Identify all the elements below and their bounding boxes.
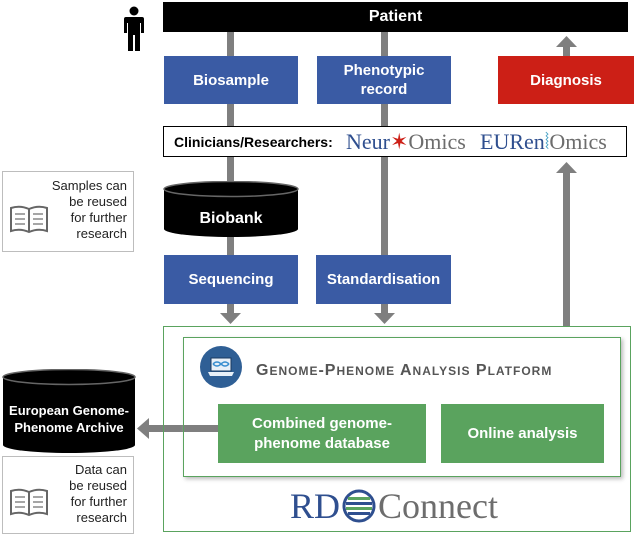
patient-bar: Patient	[163, 2, 628, 32]
sequencing-box: Sequencing	[164, 255, 298, 304]
platform-title-part: -P	[318, 362, 337, 379]
data-note-line: be reused	[69, 478, 127, 493]
ega-label-line1: European Genome-	[9, 403, 129, 418]
platform-title-part: G	[256, 362, 270, 379]
platform-title-part: LATFORM	[487, 364, 553, 378]
clinicians-label: Clinicians/Researchers:	[174, 134, 333, 150]
samples-note-line: Samples can	[51, 178, 127, 193]
arrowhead-standardisation-down	[374, 313, 395, 324]
samples-note-line: be reused	[69, 194, 127, 209]
ega-cylinder	[2, 369, 136, 453]
connector-clinicians-standardisation	[381, 157, 388, 255]
connector-diagnosis-patient	[563, 46, 570, 56]
samples-note-text: Samples can be reused for further resear…	[52, 178, 127, 242]
connector-biobank-sequencing	[227, 237, 234, 255]
connector-platform-clinicians	[563, 172, 570, 326]
rd-connect-logo: RD Connect	[290, 484, 498, 528]
connector-patient-biosample	[227, 32, 234, 56]
person-icon	[124, 6, 144, 51]
data-note-line: research	[76, 510, 127, 525]
data-reuse-note: Data can be reused for further research	[2, 456, 134, 534]
dna-laptop-icon	[200, 346, 242, 388]
diagnosis-box: Diagnosis	[498, 56, 634, 104]
platform-title-part: ENOME	[269, 364, 319, 378]
platform-title-part: P	[470, 362, 488, 379]
standardisation-label: Standardisation	[326, 271, 441, 288]
rd-connect-logo-part2: Connect	[378, 486, 498, 526]
rd-connect-logo-part1: RD	[290, 486, 341, 526]
platform-title: GENOME-PHENOME ANALYSIS PLATFORM	[256, 362, 552, 380]
arrowhead-sequencing-down	[220, 313, 241, 324]
combined-database-label-line1: Combined genome-	[251, 414, 392, 432]
combined-database-label-line2: phenome database	[254, 434, 390, 452]
kidney-icon: ⦚	[544, 129, 550, 154]
connector-standardisation-platform	[381, 304, 388, 314]
biosample-box: Biosample	[164, 56, 298, 104]
ega-label: European Genome- Phenome Archive	[2, 402, 136, 436]
phenotypic-record-box: Phenotypic record	[317, 56, 451, 104]
combined-database-box: Combined genome- phenome database	[218, 404, 426, 463]
phenotypic-record-label-line1: Phenotypic	[343, 62, 425, 79]
arrowhead-to-clinicians-up	[556, 162, 577, 173]
dna-globe-icon	[342, 489, 376, 523]
arrowhead-to-patient-up	[556, 36, 577, 47]
ega-label-line2: Phenome Archive	[14, 420, 124, 435]
online-analysis-label: Online analysis	[467, 424, 578, 442]
neuromics-star-icon: ✶	[389, 129, 409, 154]
connector-clinicians-biobank	[227, 157, 234, 181]
eurenomics-logo-part2: Omics	[549, 129, 607, 154]
clinicians-bar: Clinicians/Researchers: Neur✶Omics EURen…	[163, 126, 627, 157]
platform-title-part: A	[395, 362, 413, 379]
platform-title-part: HENOME	[336, 364, 396, 378]
phenotypic-record-label-line2: record	[360, 81, 408, 98]
samples-note-line: research	[76, 226, 127, 241]
analysis-platform-frame	[183, 337, 621, 477]
neuromics-logo-part1: Neur	[346, 129, 390, 154]
connector-phenotypic-clinicians	[381, 104, 388, 126]
platform-title-part: NALYSIS	[412, 364, 471, 378]
data-note-line: Data can	[74, 462, 127, 477]
diagnosis-label: Diagnosis	[530, 71, 602, 89]
rd-connect-frame	[163, 326, 631, 532]
biobank-cylinder	[163, 181, 299, 237]
online-analysis-box: Online analysis	[441, 404, 604, 463]
open-book-icon	[10, 488, 48, 517]
connector-biosample-clinicians	[227, 104, 234, 126]
samples-note-line: for further	[70, 210, 127, 225]
data-note-text: Data can be reused for further research	[69, 462, 127, 526]
biosample-label: Biosample	[193, 71, 269, 89]
samples-reuse-note: Samples can be reused for further resear…	[2, 171, 134, 252]
open-book-icon	[10, 205, 48, 234]
neuromics-logo-part2: Omics	[408, 129, 466, 154]
neuromics-logo: Neur✶Omics	[346, 129, 466, 155]
eurenomics-logo-part1: EURen	[480, 129, 545, 154]
eurenomics-logo: EURen⦚Omics	[480, 129, 607, 155]
sequencing-label: Sequencing	[188, 271, 274, 288]
biobank-label: Biobank	[199, 210, 263, 227]
patient-label: Patient	[368, 8, 423, 25]
connector-patient-phenotypic	[381, 32, 388, 56]
standardisation-box: Standardisation	[316, 255, 451, 304]
arrowhead-to-ega-left	[137, 418, 149, 439]
data-note-line: for further	[70, 494, 127, 509]
connector-sequencing-platform	[227, 304, 234, 314]
